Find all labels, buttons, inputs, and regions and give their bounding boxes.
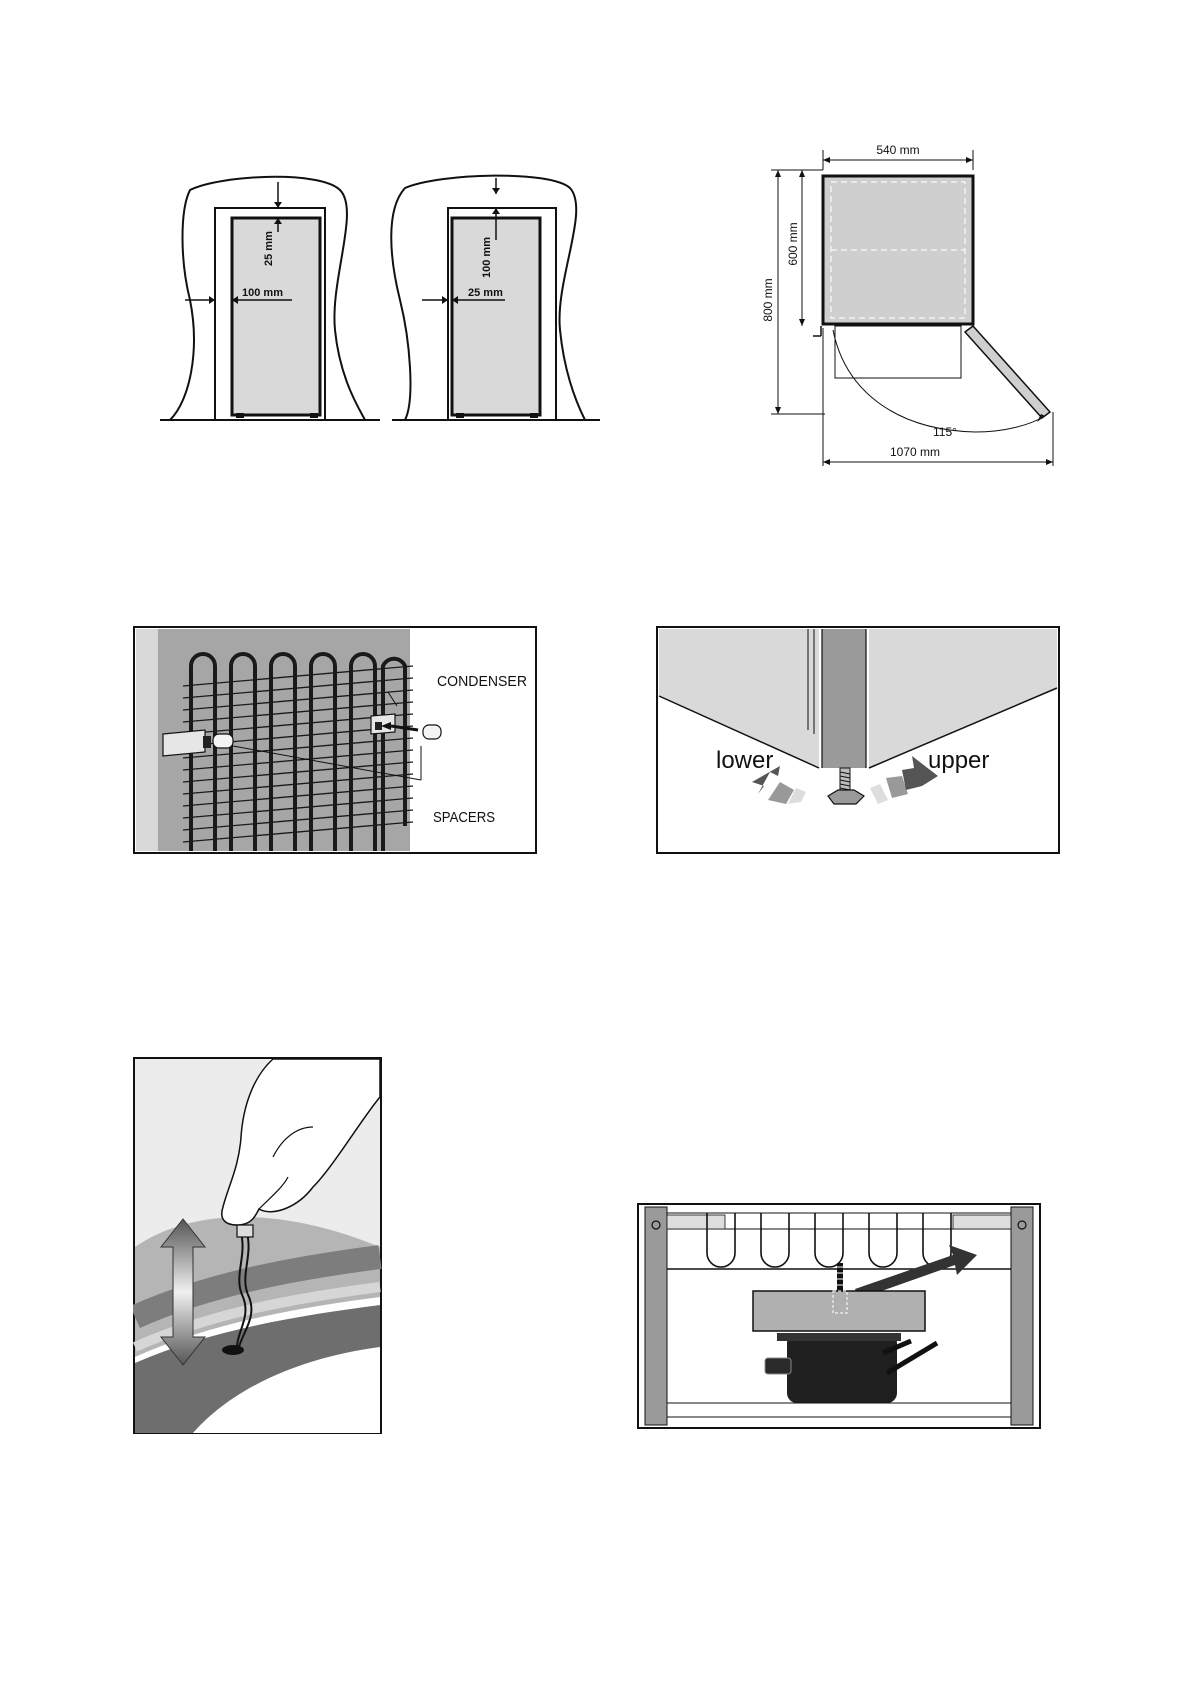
compressor-diagram xyxy=(637,1203,1041,1429)
side-gap-label-right: 25 mm xyxy=(468,287,503,299)
drain-cleaning-diagram xyxy=(133,1057,382,1434)
lower-label: lower xyxy=(716,747,773,774)
side-gap-label-left: 100 mm xyxy=(242,287,283,299)
door-swing-diagram: 540 mm 600 mm 800 mm 115° 1070 mm xyxy=(755,140,1065,475)
total-depth-label: 800 mm xyxy=(761,278,775,321)
depth-label: 600 mm xyxy=(786,222,800,265)
width-label: 540 mm xyxy=(876,143,919,157)
leveling-diagram: lower upper xyxy=(656,626,1060,854)
total-width-label: 1070 mm xyxy=(890,445,940,459)
condenser-label: CONDENSER xyxy=(437,673,527,690)
evaporation-tray xyxy=(753,1291,925,1331)
clearance-diagram: 25 mm 100 mm 100 mm 25 mm xyxy=(160,170,610,430)
loose-spacer xyxy=(423,725,441,739)
top-gap-label-right: 100 mm xyxy=(481,237,493,278)
condenser-diagram: CONDENSER SPACERS xyxy=(133,626,537,854)
upper-label: upper xyxy=(928,747,989,774)
fridge-right xyxy=(452,218,540,415)
fridge-left xyxy=(232,218,320,415)
top-gap-label-left: 25 mm xyxy=(263,231,275,266)
spacers-label: SPACERS xyxy=(433,809,495,826)
drain-hole xyxy=(222,1345,244,1355)
angle-label: 115° xyxy=(933,425,957,439)
